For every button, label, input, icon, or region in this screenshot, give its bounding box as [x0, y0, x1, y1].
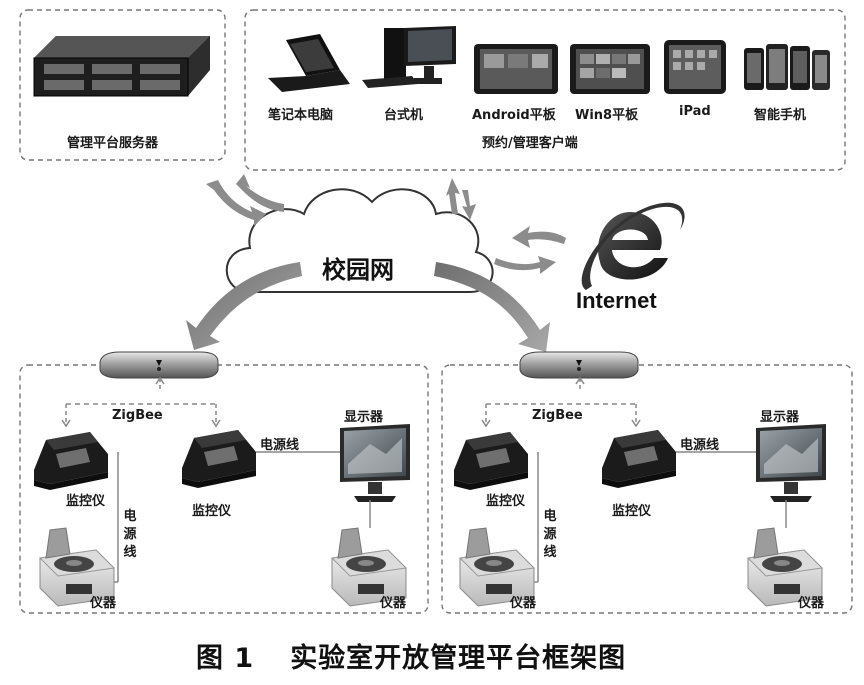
client-device-label-laptop: 笔记本电脑 — [268, 108, 334, 123]
internet-label: Internet — [576, 288, 657, 313]
client-device-label-desktop: 台式机 — [384, 108, 424, 123]
win8-tablet-image — [570, 44, 650, 94]
laptop-image — [268, 34, 350, 92]
zigbee-label: ZigBee — [112, 408, 163, 423]
display-label: 显示器 — [760, 410, 800, 425]
client-device-label-phone: 智能手机 — [754, 108, 807, 123]
instrument-right-label: 仪器 — [380, 596, 407, 611]
monitor-mid-label: 监控仪 — [612, 504, 652, 519]
monitor-left-label: 监控仪 — [66, 494, 106, 509]
display-label: 显示器 — [344, 410, 384, 425]
client-device-label-win8: Win8平板 — [575, 108, 639, 123]
server-group-border — [19, 9, 226, 161]
campus-network-label: 校园网 — [322, 256, 394, 284]
monitor-mid-label: 监控仪 — [192, 504, 232, 519]
smartphones-image — [744, 44, 830, 90]
power-line-vertical-label: 电源线 — [123, 509, 137, 560]
lab-right-border — [441, 364, 853, 614]
monitor-device-mid-image — [602, 430, 676, 488]
monitor-left-label: 监控仪 — [486, 494, 526, 509]
internet-cloud-double-arrow — [494, 226, 566, 274]
client-group-label: 预约/管理客户端 — [482, 136, 578, 151]
figure-number: 图 1 — [196, 643, 255, 674]
lab-left-diagram — [34, 351, 410, 607]
monitor-device-mid-image — [182, 430, 256, 488]
instrument-right-label: 仪器 — [798, 596, 825, 611]
rack-server-image — [33, 36, 210, 97]
display-image — [340, 424, 410, 502]
display-image — [756, 424, 826, 502]
client-group-border — [244, 9, 846, 171]
clients-cloud-double-arrow — [446, 178, 476, 220]
ipad-image — [664, 40, 726, 94]
client-device-label-android: Android平板 — [472, 108, 556, 123]
monitor-device-left-image — [34, 432, 108, 490]
figure-caption: 图 1 实验室开放管理平台框架图 — [196, 636, 626, 675]
power-line-horizontal-label: 电源线 — [680, 438, 720, 453]
cloud-to-left-lab-arrow — [186, 262, 302, 350]
cloud-to-right-lab-arrow — [434, 262, 550, 352]
android-tablet-image — [474, 44, 558, 94]
power-line-horizontal-label: 电源线 — [260, 438, 300, 453]
instrument-left-label: 仪器 — [90, 596, 117, 611]
lab-right-diagram — [454, 351, 826, 607]
monitor-device-left-image — [454, 432, 528, 490]
zigbee-label: ZigBee — [532, 408, 583, 423]
server-label: 管理平台服务器 — [67, 136, 159, 151]
internet-explorer-icon — [581, 202, 685, 290]
instrument-left-label: 仪器 — [510, 596, 537, 611]
figure-title: 实验室开放管理平台框架图 — [290, 643, 627, 674]
server-cloud-double-arrow — [206, 174, 284, 226]
desktop-image — [362, 26, 456, 88]
client-device-label-ipad: iPad — [679, 104, 711, 119]
power-line-vertical-label: 电源线 — [543, 509, 557, 560]
